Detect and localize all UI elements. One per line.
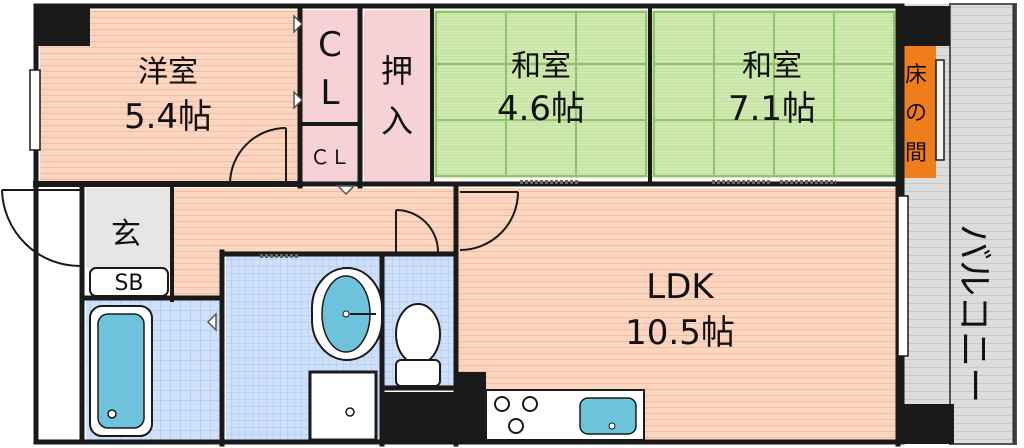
tokonoma-line1: 床 — [905, 63, 927, 88]
washitsu-b-size: 7.1帖 — [728, 89, 816, 129]
oshiire-line1: 押 — [381, 52, 413, 90]
oshiire — [364, 10, 430, 182]
windows — [29, 59, 945, 357]
tokonoma-line3: 間 — [905, 141, 927, 166]
washitsu-a-size: 4.6帖 — [497, 89, 585, 129]
washbasin — [311, 267, 383, 361]
toilet — [395, 303, 441, 387]
western-room-name: 洋室 — [138, 55, 198, 90]
washing-machine-pan — [308, 370, 378, 442]
western-room-size: 5.4帖 — [124, 97, 212, 137]
sliding-doors — [260, 180, 836, 258]
closet-large — [302, 10, 358, 122]
kitchen-counter — [485, 389, 645, 441]
bathtub — [89, 305, 153, 437]
tokonoma-line2: の — [905, 101, 927, 126]
closet-small-label: ＣＬ — [310, 145, 350, 169]
oshiire-line2: 入 — [381, 102, 413, 140]
closet-small — [302, 126, 358, 182]
entrance-label: 玄 — [111, 217, 141, 252]
washitsu-a-name: 和室 — [511, 49, 571, 84]
shoe-box-label: SB — [114, 271, 143, 296]
balcony-label: バルコニー — [953, 224, 994, 403]
closet-large-line1: C — [318, 25, 342, 65]
columns — [36, 6, 954, 444]
swing-doors — [1, 127, 519, 267]
washitsu-b-name: 和室 — [742, 49, 802, 84]
hinge-markers — [206, 14, 356, 332]
washitsu-b-tatami — [652, 10, 896, 178]
washitsu-a-tatami — [434, 10, 648, 178]
closet-large-line2: L — [321, 73, 340, 113]
ldk-name: LDK — [646, 267, 715, 307]
entrance-floor — [86, 188, 172, 268]
shoe-box — [89, 267, 169, 297]
hall-lower-floor — [172, 250, 220, 300]
hallway-floor — [172, 188, 454, 256]
ldk-size: 10.5帖 — [625, 313, 735, 353]
